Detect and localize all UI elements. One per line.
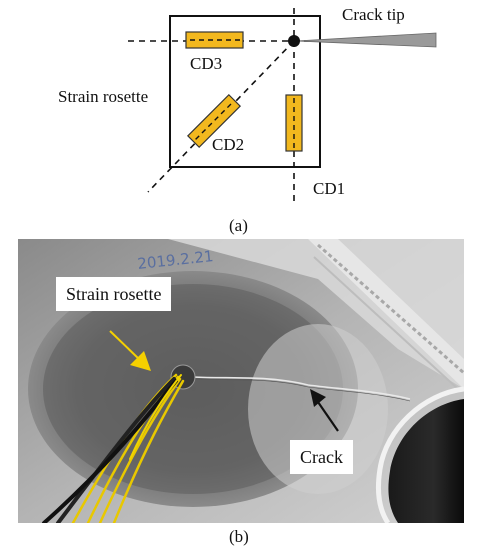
- cd3-label: CD3: [190, 54, 223, 73]
- crack-tip-label: Crack tip: [342, 5, 405, 24]
- cd2-label: CD2: [212, 135, 245, 154]
- notch-hole: [388, 399, 464, 523]
- cd2-gauge: [186, 93, 242, 149]
- strain-rosette-callout: Strain rosette: [56, 277, 172, 311]
- schematic-diagram: [128, 8, 437, 206]
- rosette-arrow: [109, 330, 151, 371]
- crack-tip-wedge: [295, 32, 437, 48]
- diagonal-dashed-line: [147, 40, 295, 193]
- cd1-gauge: [285, 94, 303, 152]
- caption-b: (b): [229, 527, 249, 546]
- lead-wires: [42, 373, 185, 523]
- rosette-square: [169, 15, 321, 168]
- crack-arrow: [310, 389, 339, 432]
- cd1-label: CD1: [313, 179, 346, 198]
- crack-line: [192, 376, 411, 400]
- caption-a: (a): [229, 216, 248, 235]
- crack-tip-dot: [288, 35, 300, 47]
- cd3-gauge: [185, 31, 244, 49]
- strain-rosette-label: Strain rosette: [58, 87, 149, 106]
- specimen-photo: 2019.2.21: [18, 239, 464, 523]
- crack-callout: Crack: [290, 440, 353, 474]
